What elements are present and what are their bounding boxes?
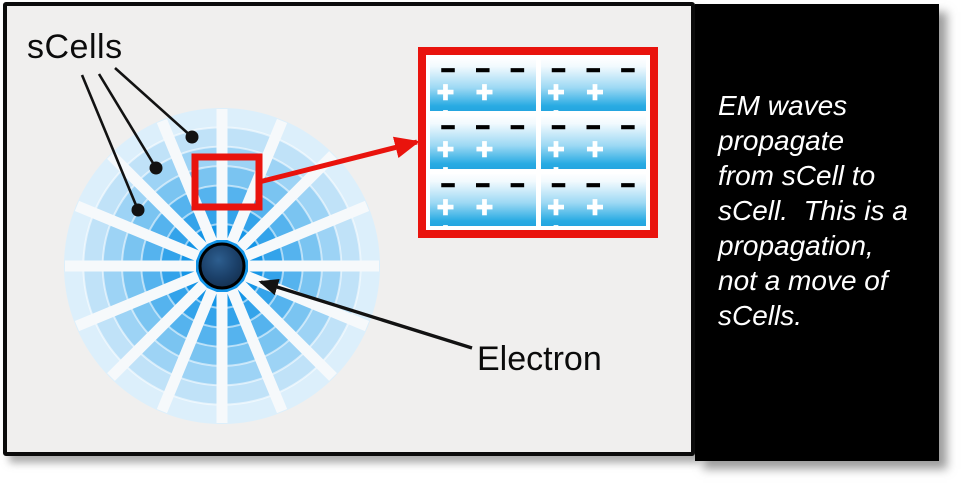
scell-cell: − − − + + + [540,59,646,112]
diagram-svg [64,67,473,424]
scells-label: sCells [27,28,123,66]
electron-dot [198,242,246,290]
scells-leader-lines [80,67,199,217]
negative-charges: − − − [440,173,532,199]
note-text-line: sCell. This is a [718,195,908,226]
electron-arrow [258,278,473,350]
scell-cell: − − − + + + [430,116,536,169]
positive-charges: + + + [436,134,500,169]
negative-charges: − − − [440,59,532,84]
electron-label: Electron [477,340,602,378]
scell-cell: − − − + + + [430,59,536,112]
note-panel: EM waves propagate from sCell to sCell. … [695,4,939,461]
leader-dot [185,130,199,144]
positive-charges: + + + [436,191,500,226]
negative-charges: − − − [551,116,642,142]
positive-charges: + + + [547,191,611,226]
negative-charges: − − − [551,173,642,199]
diagram-panel: sCells Electron − − − + + + − − − + + + … [3,2,695,456]
note-text-line: not a move of [718,265,888,296]
note-text-line: EM waves [718,90,848,121]
note-text-line: propagation, [718,230,874,261]
positive-charges: + + + [547,77,611,112]
scell-inset-box: − − − + + + − − − + + + − − − + + + − − … [418,47,658,238]
scell-cell: − − − + + + [540,173,646,226]
leader-dot [131,203,145,217]
red-zoom-arrow [258,136,420,185]
note-text-line: from sCell to [718,160,876,191]
note-text-line: sCells. [718,300,803,331]
leader-dot [149,161,163,175]
scell-cell: − − − + + + [540,116,646,169]
negative-charges: − − − [551,59,642,84]
positive-charges: + + + [436,77,500,112]
positive-charges: + + + [547,134,611,169]
note-text-line: propagate [718,125,845,156]
negative-charges: − − − [440,116,532,142]
scell-cell: − − − + + + [430,173,536,226]
